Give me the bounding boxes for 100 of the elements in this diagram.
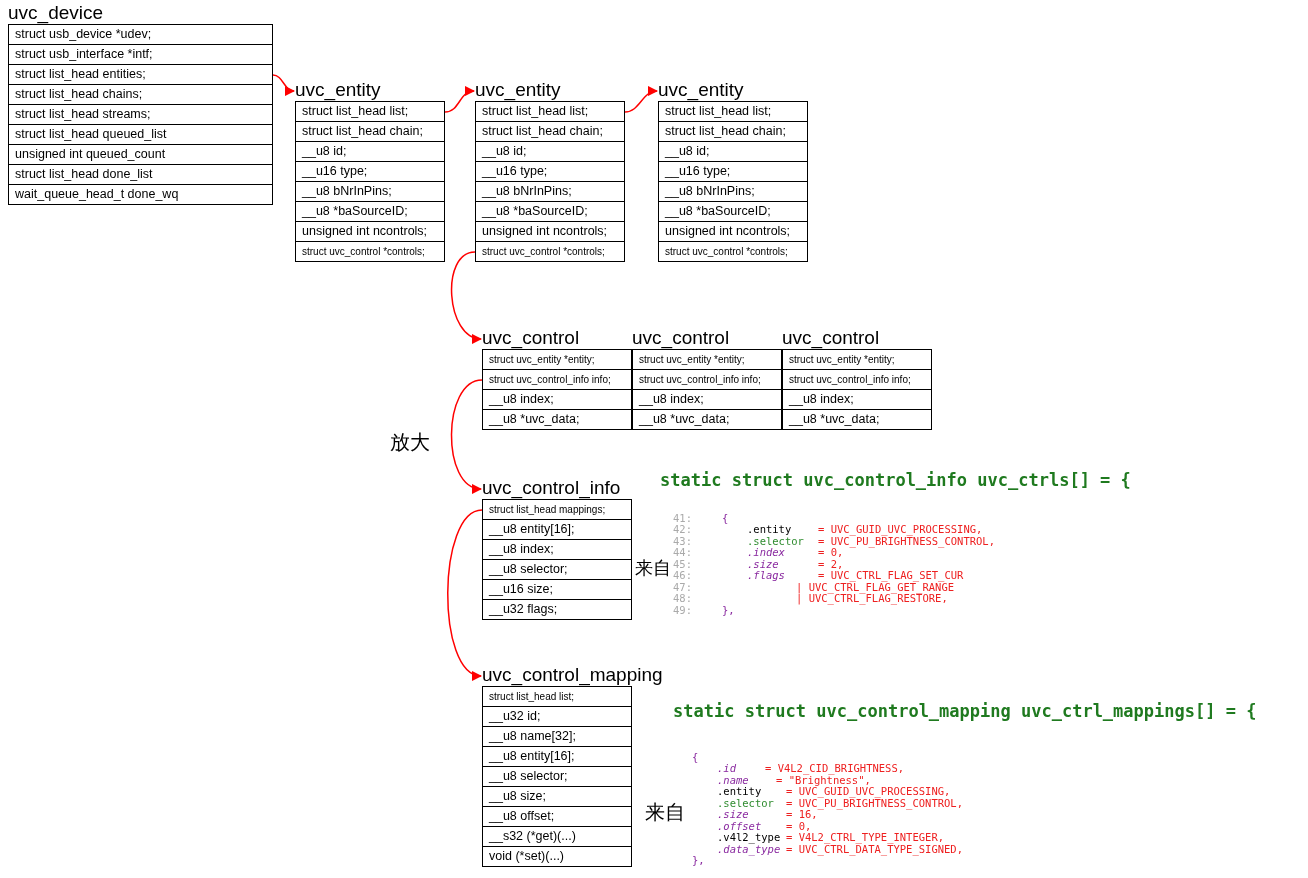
struct-title: uvc_control	[482, 327, 580, 349]
field-row: unsigned int queued_count	[8, 145, 273, 165]
struct-title: uvc_control_mapping	[482, 664, 663, 686]
code: .data_type	[717, 843, 781, 856]
field-row: struct list_head mappings;	[482, 500, 632, 520]
code: .name	[717, 774, 749, 787]
field-row: __u8 *baSourceID;	[295, 202, 445, 222]
code: = UVC_GUID_UVC_PROCESSING,	[818, 523, 983, 536]
field-row: __u8 id;	[658, 142, 808, 162]
field-row: __u8 selector;	[482, 560, 632, 580]
field-row: __u8 *baSourceID;	[658, 202, 808, 222]
arrow	[444, 86, 476, 113]
field-row: __u8 index;	[782, 390, 932, 410]
arrow	[624, 86, 659, 113]
struct-title: uvc_control	[782, 327, 880, 349]
field-row: struct uvc_control_info info;	[782, 370, 932, 390]
code: = 0,	[818, 546, 844, 559]
code: .size	[717, 808, 749, 821]
annotation-text: 放大	[390, 431, 430, 454]
code: },	[722, 604, 735, 617]
field-row: struct list_head done_list	[8, 165, 273, 185]
field-row: __u16 type;	[295, 162, 445, 182]
code: .id	[717, 762, 736, 775]
field-row: unsigned int ncontrols;	[475, 222, 625, 242]
code: .offset	[717, 820, 762, 833]
field-row: unsigned int ncontrols;	[295, 222, 445, 242]
code: .flags	[747, 569, 785, 582]
field-row: struct list_head list;	[482, 687, 632, 707]
struct-title: uvc_control_info	[482, 477, 621, 499]
field-row: __u8 *uvc_data;	[782, 410, 932, 430]
field-row: __u8 entity[16];	[482, 520, 632, 540]
code: = 0,	[786, 820, 812, 833]
code: = V4L2_CTRL_TYPE_INTEGER,	[786, 831, 945, 844]
field-row: __u8 id;	[295, 142, 445, 162]
field-row: void (*set)(...)	[482, 847, 632, 867]
line-number: 46:	[673, 569, 692, 582]
code: = 16,	[786, 808, 818, 821]
code: .size	[747, 558, 779, 571]
field-row: struct uvc_control *controls;	[475, 242, 625, 262]
code: = UVC_PU_BRIGHTNESS_CONTROL,	[786, 797, 963, 810]
field-row: __u8 *baSourceID;	[475, 202, 625, 222]
code: },	[692, 854, 705, 867]
line-number: 42:	[673, 523, 692, 536]
annotation-text: 来自	[645, 801, 685, 824]
struct-title: uvc_control	[632, 327, 730, 349]
field-row: __u8 bNrInPins;	[475, 182, 625, 202]
code: .selector	[747, 535, 804, 548]
field-row: __u16 type;	[475, 162, 625, 182]
arrow	[451, 251, 483, 343]
struct-title: uvc_entity	[475, 79, 561, 101]
code-header: static struct uvc_control_info uvc_ctrls[] = {	[660, 471, 1131, 491]
field-row: __u8 index;	[632, 390, 782, 410]
field-row: struct uvc_control_info info;	[632, 370, 782, 390]
line-number: 48:	[673, 592, 692, 605]
code: = "Brightness",	[776, 774, 871, 787]
field-row: struct uvc_entity *entity;	[782, 350, 932, 370]
field-row: struct list_head entities;	[8, 65, 273, 85]
code: .selector	[717, 797, 774, 810]
code: | UVC_CTRL_FLAG_RESTORE,	[796, 592, 948, 605]
field-row: __u8 id;	[475, 142, 625, 162]
field-row: __u16 size;	[482, 580, 632, 600]
arrow	[272, 74, 296, 95]
struct-title: uvc_entity	[295, 79, 381, 101]
field-row: struct list_head chain;	[295, 122, 445, 142]
field-row: struct uvc_control *controls;	[295, 242, 445, 262]
arrow	[450, 379, 483, 492]
line-number: 41:	[673, 512, 692, 525]
field-row: struct list_head list;	[295, 102, 445, 122]
line-number: 44:	[673, 546, 692, 559]
struct-title: uvc_entity	[658, 79, 744, 101]
field-row: __u8 selector;	[482, 767, 632, 787]
code: = UVC_CTRL_FLAG_SET_CUR	[818, 569, 964, 582]
field-row: struct list_head list;	[475, 102, 625, 122]
field-row: __s32 (*get)(...)	[482, 827, 632, 847]
field-row: __u8 entity[16];	[482, 747, 632, 767]
code: = UVC_CTRL_DATA_TYPE_SIGNED,	[786, 843, 963, 856]
field-row: struct uvc_entity *entity;	[632, 350, 782, 370]
line-number: 47:	[673, 581, 692, 594]
field-row: __u8 *uvc_data;	[482, 410, 632, 430]
field-row: __u8 index;	[482, 540, 632, 560]
field-row: struct list_head chain;	[658, 122, 808, 142]
field-row: struct list_head chain;	[475, 122, 625, 142]
field-row: __u8 bNrInPins;	[658, 182, 808, 202]
code: .entity	[747, 523, 792, 536]
field-row: __u16 type;	[658, 162, 808, 182]
field-row: __u8 offset;	[482, 807, 632, 827]
code: .index	[747, 546, 785, 559]
field-row: struct uvc_entity *entity;	[482, 350, 632, 370]
field-row: __u32 id;	[482, 707, 632, 727]
code: .v4l2_type	[717, 831, 781, 844]
field-row: struct list_head queued_list	[8, 125, 273, 145]
line-number: 49:	[673, 604, 692, 617]
line-number: 45:	[673, 558, 692, 571]
code: .entity	[717, 785, 762, 798]
field-row: __u8 index;	[482, 390, 632, 410]
code: = UVC_PU_BRIGHTNESS_CONTROL,	[818, 535, 995, 548]
code-header: static struct uvc_control_mapping uvc_ctrl_mappings[] = {	[673, 702, 1257, 722]
field-row: struct uvc_control *controls;	[658, 242, 808, 262]
annotation-text: 来自	[635, 558, 671, 579]
field-row: struct list_head streams;	[8, 105, 273, 125]
